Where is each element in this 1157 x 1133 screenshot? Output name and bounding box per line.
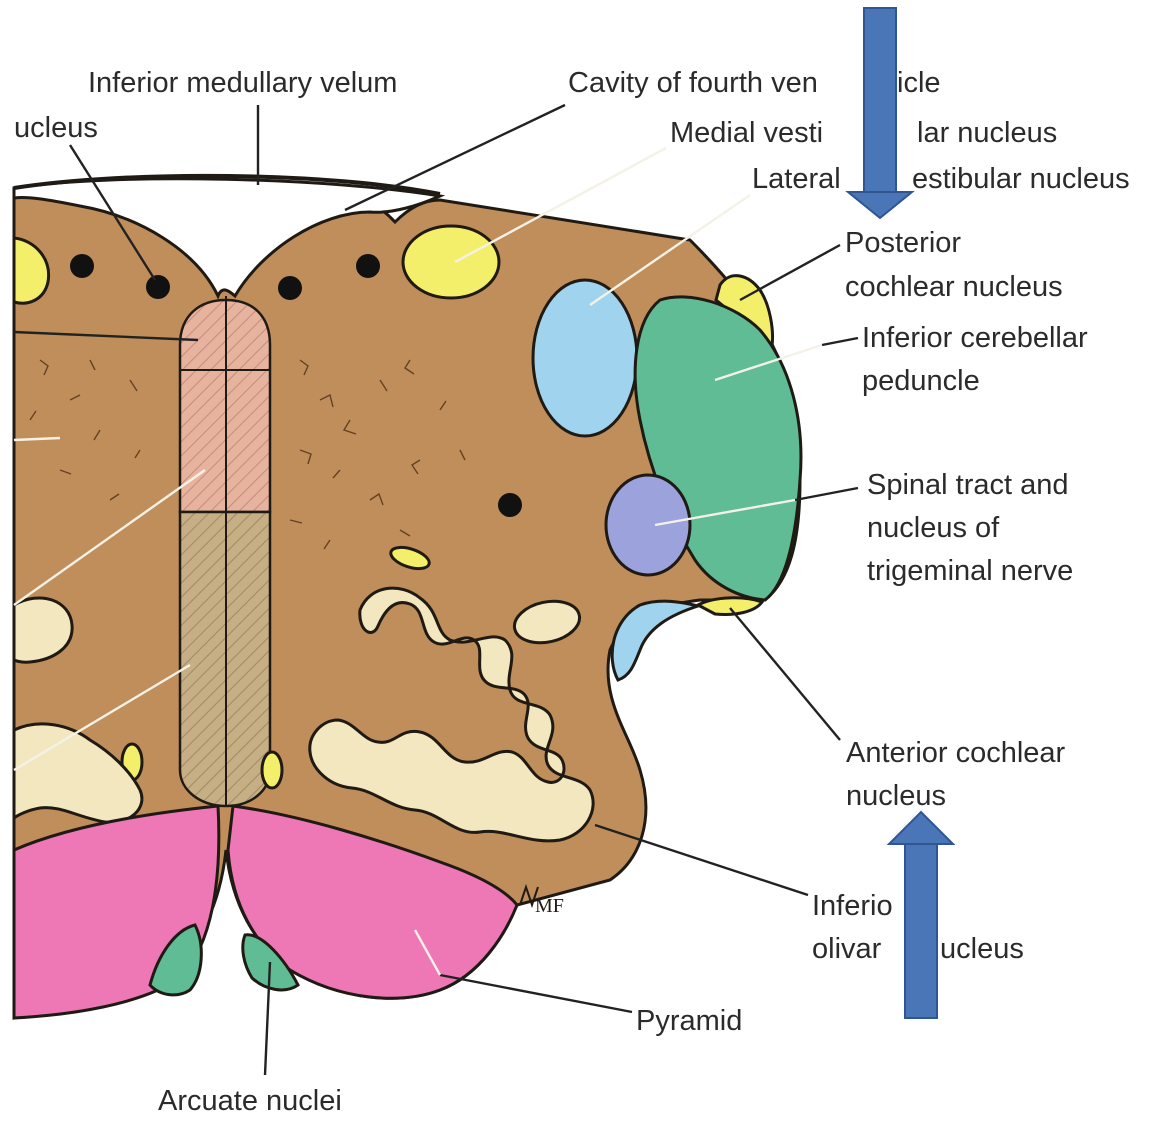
up-arrow-annotation [889, 812, 953, 1018]
small-nucleus-dot-5 [498, 493, 522, 517]
label-inferior-medullary-velum: Inferior medullary velum [88, 67, 397, 99]
label-posterior-cochlear-2: cochlear nucleus [845, 271, 1063, 303]
label-spinal-tract-2: nucleus of [867, 512, 1000, 544]
label-lateral-vestibular-b: estibular nucleus [912, 163, 1130, 195]
spinal-trigeminal-nucleus-shape [606, 475, 690, 575]
label-cavity-fourth-ventricle-a: Cavity of fourth ven [568, 67, 818, 99]
small-nucleus-dot-1 [70, 254, 94, 278]
small-nucleus-dot-4 [356, 254, 380, 278]
label-spinal-tract-3: trigeminal nerve [867, 555, 1073, 587]
label-arcuate-nuclei: Arcuate nuclei [158, 1085, 342, 1117]
label-medial-vestibular-b: lar nucleus [917, 117, 1057, 149]
label-anterior-cochlear-2: nucleus [846, 780, 946, 812]
small-nucleus-dot-2 [146, 275, 170, 299]
label-inferior-cerebellar-1: Inferior cerebellar [862, 322, 1088, 354]
label-inferior-olivary-2a: olivar [812, 933, 882, 965]
label-cavity-fourth-ventricle-b: icle [897, 67, 941, 99]
label-nucleus-fragment: ucleus [14, 112, 98, 144]
label-inferior-olivary-1: Inferio [812, 890, 893, 922]
label-inferior-olivary-2b: ucleus [940, 933, 1024, 965]
artist-initials: MF [535, 895, 564, 917]
medial-vestibular-nucleus-shape [403, 226, 499, 298]
label-posterior-cochlear-1: Posterior [845, 227, 961, 259]
lateral-vestibular-nucleus-shape [533, 280, 637, 436]
small-yellow-nucleus-2 [262, 752, 282, 788]
label-lateral-vestibular-a: Lateral [752, 163, 841, 195]
label-medial-vestibular-a: Medial vesti [670, 117, 823, 149]
down-arrow-annotation [848, 8, 912, 218]
small-nucleus-dot-3 [278, 276, 302, 300]
anterior-cochlear-nucleus-shape [698, 598, 762, 615]
label-spinal-tract-1: Spinal tract and [867, 469, 1069, 501]
label-inferior-cerebellar-2: peduncle [862, 365, 980, 397]
label-anterior-cochlear-1: Anterior cochlear [846, 737, 1066, 769]
label-pyramid: Pyramid [636, 1005, 742, 1037]
